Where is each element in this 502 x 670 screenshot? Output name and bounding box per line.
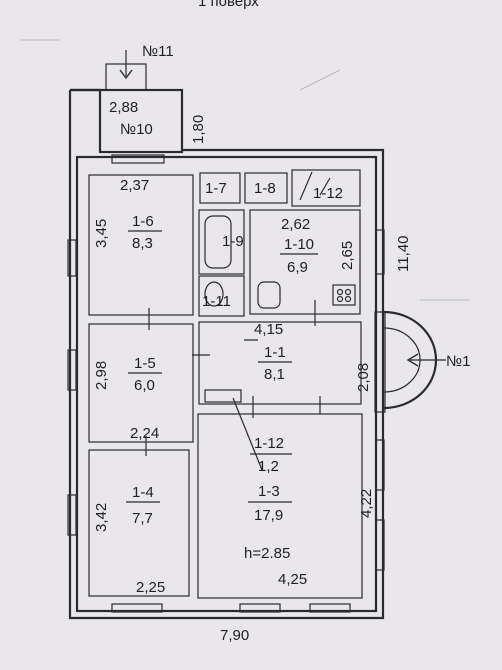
overall-length: 11,40: [395, 236, 412, 272]
r1-10-area: 6,9: [287, 259, 308, 276]
r1-4-width: 2,25: [136, 579, 165, 596]
door-marks: [145, 300, 321, 456]
no10-side: 1,80: [190, 115, 207, 144]
r1-4-depth: 3,42: [93, 503, 110, 532]
r1-4-label: 1-4: [132, 484, 154, 501]
r1-1-width: 4,15: [254, 321, 283, 338]
r1-6-width: 2,37: [120, 177, 149, 194]
r1-10-label: 1-10: [284, 236, 314, 253]
r1-3-label: 1-3: [258, 483, 280, 500]
r1-11-label: 1-11: [202, 293, 231, 310]
r1-5-label: 1-5: [134, 355, 156, 372]
r1-1-label: 1-1: [264, 344, 286, 361]
entrance-top-label: №11: [142, 43, 174, 60]
labels: №11 №1 2,88 №10 1,80 2,37 3,45 1-6 8,3 1…: [93, 43, 470, 644]
r1-12-area: 1,2: [258, 458, 279, 475]
r1-6-label: 1-6: [132, 213, 154, 230]
r1-6-area: 8,3: [132, 235, 153, 252]
r1-10-depth: 2,65: [339, 241, 356, 270]
r1-5-width: 2,24: [130, 425, 159, 442]
r1-8-label: 1-8: [254, 180, 276, 197]
r1-9-label: 1-9: [222, 233, 244, 250]
r1-5-area: 6,0: [134, 377, 155, 394]
r1-6-depth: 3,45: [93, 219, 110, 248]
annex-no10: [98, 50, 184, 154]
r1-10-width: 2,62: [281, 216, 310, 233]
no10-width: 2,88: [109, 99, 138, 116]
interior-walls: [88, 169, 363, 599]
overall-width: 7,90: [220, 627, 249, 644]
windows: [67, 154, 386, 613]
r1-3-area: 17,9: [254, 507, 283, 524]
r1-12-label: 1-12: [254, 435, 284, 452]
outer-walls: [68, 88, 385, 620]
r1-5-depth: 2,98: [93, 361, 110, 390]
r1-7-label: 1-7: [205, 180, 227, 197]
r1-1-area: 8,1: [264, 366, 285, 383]
r1-12-top-label: 1-12: [313, 185, 343, 202]
background-marks: [20, 39, 470, 301]
r1-3-height: h=2.85: [244, 545, 290, 562]
r1-4-area: 7,7: [132, 510, 153, 527]
header-text: 1 поверх: [198, 0, 259, 10]
r1-3-width: 4,25: [278, 571, 307, 588]
r1-1-depth: 2,08: [355, 363, 372, 392]
porch: [383, 310, 446, 410]
r1-3-depth: 4,22: [358, 489, 375, 518]
no10-label: №10: [120, 121, 153, 138]
entrance-right-label: №1: [446, 353, 470, 370]
